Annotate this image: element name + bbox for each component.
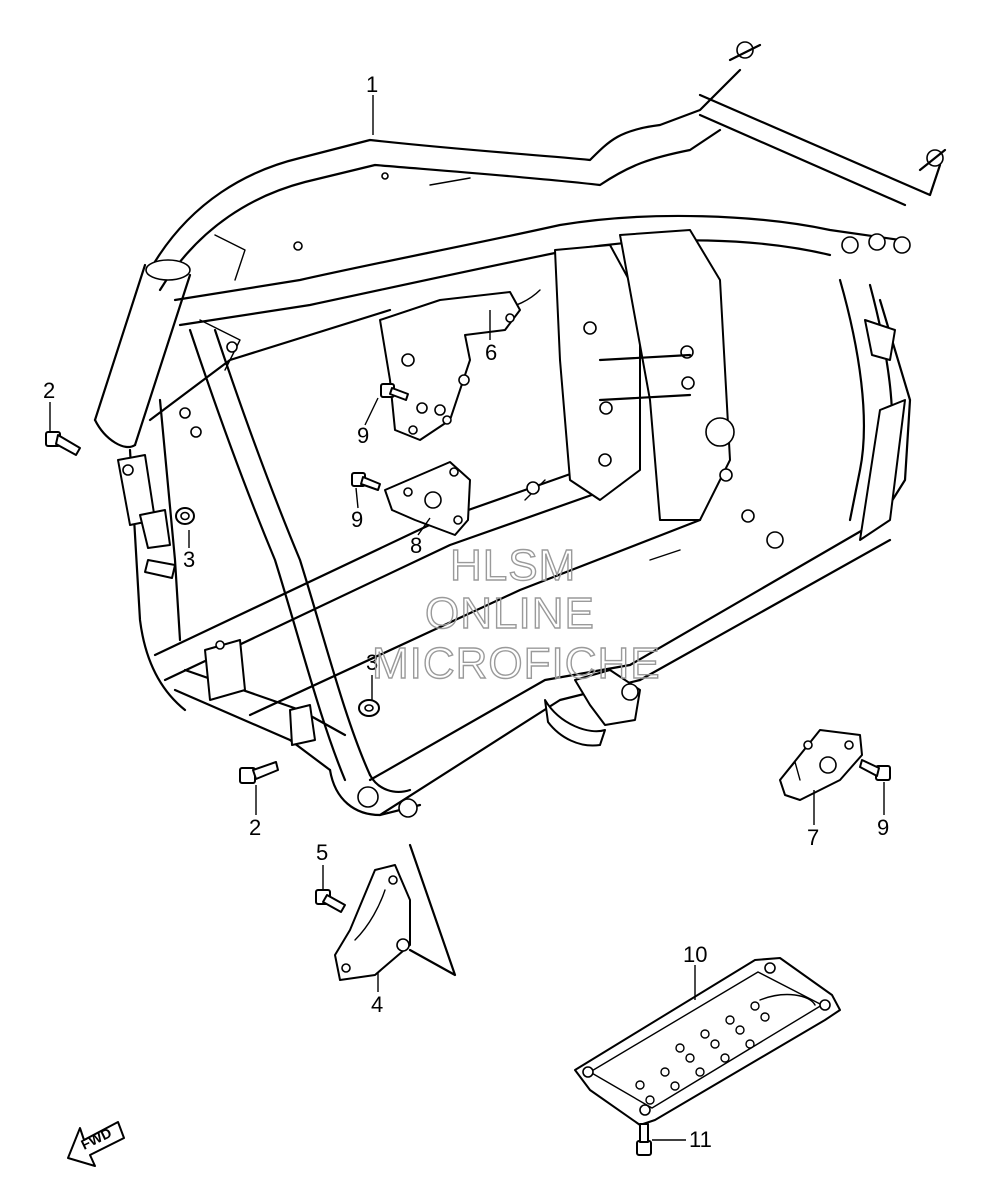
bolt-2-upper[interactable] <box>45 431 81 456</box>
watermark-line-1: HLSM <box>450 541 576 590</box>
callout-9-upper: 9 <box>357 423 369 448</box>
bolt-9-upper[interactable] <box>380 383 409 401</box>
callout-6: 6 <box>485 340 497 365</box>
callout-9-right: 9 <box>877 815 889 840</box>
callout-2-upper: 2 <box>43 378 55 403</box>
callout-3-center: 3 <box>366 650 378 675</box>
bracket-lower[interactable] <box>334 843 457 981</box>
bracket-right[interactable] <box>779 729 863 801</box>
watermark-line-3: MICROFICHE <box>372 639 661 688</box>
bolt-11[interactable] <box>636 1123 652 1156</box>
callout-1: 1 <box>366 72 378 97</box>
nut-3-center[interactable] <box>358 699 380 717</box>
bolt-9-right[interactable] <box>859 759 891 781</box>
callout-2-lower: 2 <box>249 815 261 840</box>
fwd-arrow-icon: FWD <box>67 1121 125 1167</box>
bracket-upper[interactable] <box>379 291 521 441</box>
callout-9-middle: 9 <box>351 507 363 532</box>
callout-11: 11 <box>689 1127 712 1152</box>
motorcycle-frame[interactable] <box>93 41 947 818</box>
skid-plate[interactable] <box>574 957 841 1126</box>
watermark-line-2: ONLINE <box>425 589 595 638</box>
callout-7: 7 <box>807 825 819 850</box>
leader-lines <box>49 95 885 1141</box>
callout-5: 5 <box>316 840 328 865</box>
callout-3-left: 3 <box>183 547 195 572</box>
callout-10: 10 <box>683 942 707 967</box>
bolt-2-lower[interactable] <box>239 761 279 784</box>
callout-4: 4 <box>371 992 383 1017</box>
watermark: HLSM ONLINE MICROFICHE <box>371 540 661 688</box>
callout-8: 8 <box>410 533 422 558</box>
bolt-9-middle[interactable] <box>351 472 381 491</box>
nut-3-left[interactable] <box>175 507 195 525</box>
bracket-middle[interactable] <box>384 461 471 536</box>
bolt-5[interactable] <box>315 889 346 913</box>
callout-labels: 1 2 3 6 9 9 8 3 2 5 4 7 9 10 11 <box>43 72 889 1152</box>
